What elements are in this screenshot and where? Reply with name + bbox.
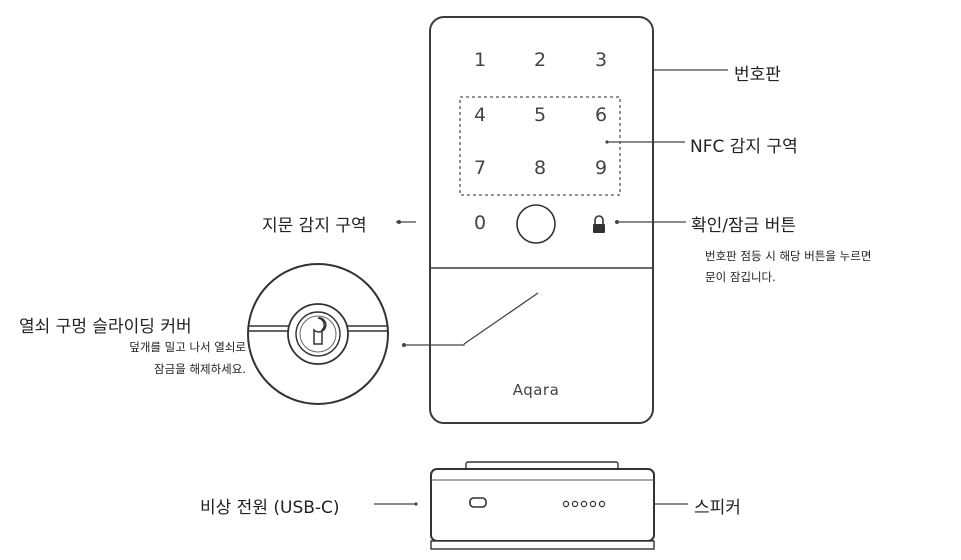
nfc-area <box>459 96 621 196</box>
key-1[interactable]: 1 <box>473 49 487 71</box>
slide-mark <box>463 292 539 345</box>
usb-c-port <box>469 497 487 508</box>
key-3[interactable]: 3 <box>594 49 608 71</box>
label-keypad: 번호판 <box>734 65 781 85</box>
confirm-desc-line2: 문이 잠깁니다. <box>705 270 776 284</box>
key-6[interactable]: 6 <box>594 104 608 126</box>
label-emergency-power: 비상 전원 (USB-C) <box>200 498 340 518</box>
confirm-desc-line1: 번호판 점등 시 해당 버튼을 누르면 <box>705 249 872 263</box>
label-fingerprint: 지문 감지 구역 <box>262 216 367 236</box>
label-key-cover: 열쇠 구멍 슬라이딩 커버 <box>19 317 192 337</box>
label-confirm-lock: 확인/잠금 버튼 <box>691 216 796 236</box>
label-speaker: 스피커 <box>694 498 741 518</box>
fingerprint-sensor <box>516 204 556 244</box>
keyhole-zoom <box>247 263 389 405</box>
speaker-holes <box>562 500 606 508</box>
bottom-view <box>430 461 655 550</box>
key-cover-desc-line2: 잠금을 해제하세요. <box>154 362 246 376</box>
key-9[interactable]: 9 <box>594 157 608 179</box>
key-0[interactable]: 0 <box>473 212 487 234</box>
key-2[interactable]: 2 <box>533 49 547 71</box>
label-nfc: NFC 감지 구역 <box>690 137 798 157</box>
key-8[interactable]: 8 <box>533 157 547 179</box>
key-5[interactable]: 5 <box>533 104 547 126</box>
lock-icon <box>593 215 605 233</box>
key-7[interactable]: 7 <box>473 157 487 179</box>
cover-leader <box>406 344 465 346</box>
brand-logo: Aqara <box>512 381 560 399</box>
key-4[interactable]: 4 <box>473 104 487 126</box>
key-cover-desc-line1: 덮개를 밀고 나서 열쇠로 <box>129 340 246 354</box>
